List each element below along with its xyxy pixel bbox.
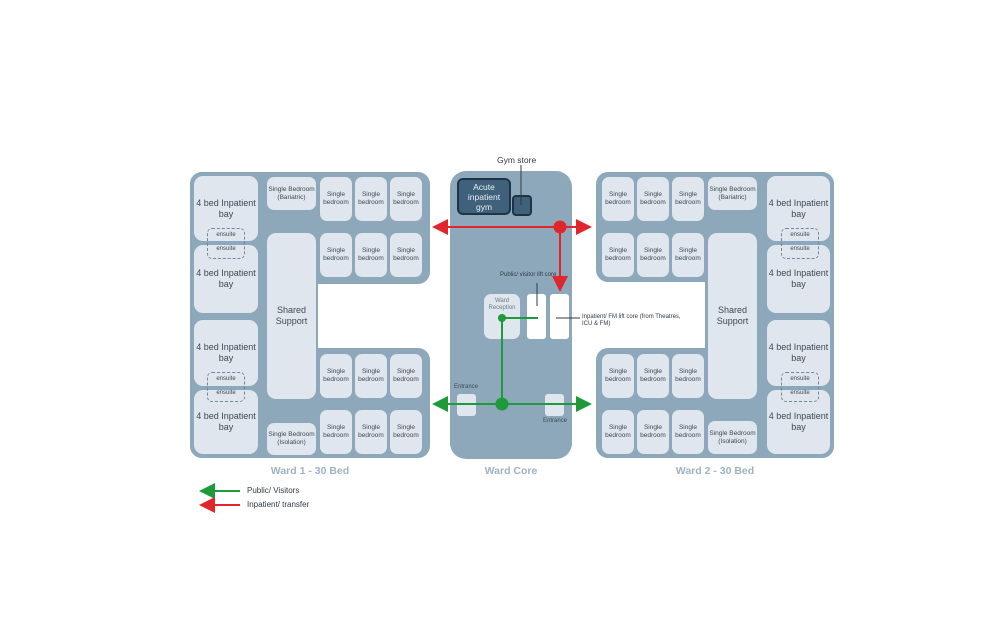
single-bedroom: Single bedroom bbox=[390, 410, 422, 454]
single-bedroom: Single bedroom bbox=[355, 410, 387, 454]
inpatient-bay: 4 bed Inpatient bay bbox=[194, 390, 258, 454]
inpatient-bay: 4 bed Inpatient bay bbox=[767, 320, 830, 386]
inpatient-bay: 4 bed Inpatient bay bbox=[194, 176, 258, 241]
single-bedroom: Single bedroom bbox=[390, 354, 422, 398]
ensuite-label: ensuite bbox=[216, 390, 236, 396]
single-bedroom: Single bedroom bbox=[355, 354, 387, 398]
single-bedroom: Single bedroom bbox=[602, 233, 634, 277]
single-bedroom: Single bedroom bbox=[637, 410, 669, 454]
single-bedroom: Single bedroom bbox=[672, 177, 704, 221]
single-bedroom: Single bedroom bbox=[390, 233, 422, 277]
ensuite-label: ensuite bbox=[790, 232, 810, 238]
ward-2-title: Ward 2 - 30 Bed bbox=[675, 465, 755, 477]
inpatient-fm-lift bbox=[550, 294, 569, 339]
inpatient-bay: 4 bed Inpatient bay bbox=[194, 245, 258, 313]
single-bedroom: Single bedroom bbox=[672, 354, 704, 398]
single-bedroom-isolation: Single Bedroom (Isolation) bbox=[708, 421, 757, 454]
shared-support: Shared Support bbox=[267, 233, 316, 399]
single-bedroom-bariatric: Single Bedroom (Bariatric) bbox=[267, 177, 316, 210]
single-bedroom: Single bedroom bbox=[390, 177, 422, 221]
inpatient-bay: 4 bed Inpatient bay bbox=[767, 176, 830, 241]
single-bedroom: Single bedroom bbox=[320, 177, 352, 221]
single-bedroom: Single bedroom bbox=[355, 177, 387, 221]
single-bedroom: Single bedroom bbox=[637, 233, 669, 277]
public-node-main bbox=[495, 397, 509, 411]
public-visitor-lift bbox=[527, 294, 546, 339]
ensuite-label: ensuite bbox=[216, 246, 236, 252]
ward-core-title: Ward Core bbox=[484, 465, 538, 477]
single-bedroom: Single bedroom bbox=[602, 177, 634, 221]
ensuite-label: ensuite bbox=[216, 376, 236, 382]
single-bedroom: Single bedroom bbox=[320, 354, 352, 398]
legend-inpatient-label: Inpatient/ transfer bbox=[247, 500, 310, 509]
inpatient-node bbox=[553, 220, 567, 234]
ward-1-title: Ward 1 - 30 Bed bbox=[270, 465, 350, 477]
ensuite-label: ensuite bbox=[790, 246, 810, 252]
inpatient-bay: 4 bed Inpatient bay bbox=[194, 320, 258, 386]
single-bedroom: Single bedroom bbox=[637, 177, 669, 221]
single-bedroom-isolation: Single Bedroom (Isolation) bbox=[267, 423, 316, 455]
single-bedroom: Single bedroom bbox=[637, 354, 669, 398]
entrance-left-label: Entrance bbox=[454, 384, 479, 390]
single-bedroom-bariatric: Single Bedroom (Bariatric) bbox=[708, 177, 757, 210]
single-bedroom: Single bedroom bbox=[602, 354, 634, 398]
ensuite-pair: ensuite ensuite bbox=[781, 372, 819, 402]
gym-store-label: Gym store bbox=[497, 155, 537, 165]
shared-support: Shared Support bbox=[708, 233, 757, 399]
single-bedroom: Single bedroom bbox=[320, 233, 352, 277]
inpatient-bay: 4 bed Inpatient bay bbox=[767, 245, 830, 313]
entrance-right-label: Entrance bbox=[543, 418, 568, 424]
public-node-reception bbox=[498, 314, 506, 322]
public-lift-label: Public/ visitor lift core bbox=[500, 272, 557, 278]
single-bedroom: Single bedroom bbox=[672, 410, 704, 454]
legend-public-label: Public/ Visitors bbox=[247, 486, 300, 495]
single-bedroom: Single bedroom bbox=[320, 410, 352, 454]
ensuite-pair: ensuite ensuite bbox=[207, 228, 245, 259]
inpatient-lift-label: Inpatient/ FM lift core (from Theatres, … bbox=[582, 314, 681, 327]
single-bedroom: Single bedroom bbox=[355, 233, 387, 277]
ensuite-pair: ensuite ensuite bbox=[207, 372, 245, 402]
gym-store bbox=[512, 195, 532, 216]
ensuite-label: ensuite bbox=[216, 232, 236, 238]
inpatient-bay: 4 bed Inpatient bay bbox=[767, 390, 830, 454]
single-bedroom: Single bedroom bbox=[672, 233, 704, 277]
acute-inpatient-gym: Acute inpatient gym bbox=[457, 178, 511, 215]
ensuite-label: ensuite bbox=[790, 376, 810, 382]
single-bedroom: Single bedroom bbox=[602, 410, 634, 454]
ensuite-label: ensuite bbox=[790, 390, 810, 396]
ensuite-pair: ensuite ensuite bbox=[781, 228, 819, 259]
